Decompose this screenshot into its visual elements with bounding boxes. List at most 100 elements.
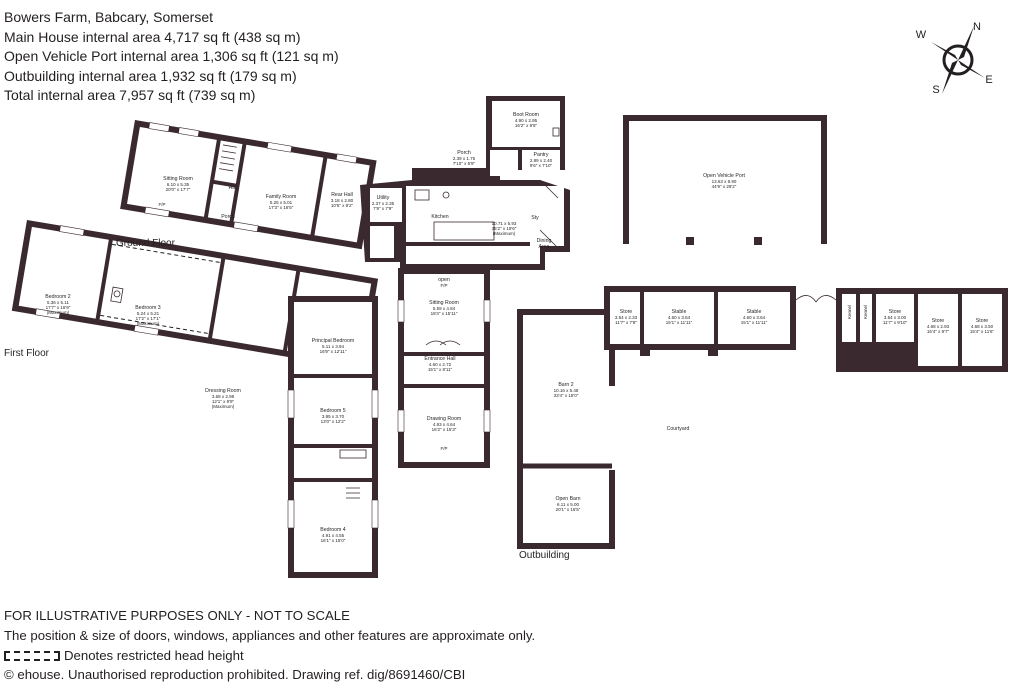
svg-text:4.68 x 3.50: 4.68 x 3.50 <box>971 324 994 329</box>
svg-text:15'1" x 8'11": 15'1" x 8'11" <box>428 367 453 372</box>
svg-text:7'10" x 5'9": 7'10" x 5'9" <box>453 161 476 166</box>
room-boot-room: Boot Room 4.90 x 2.95 16'2" x 9'8" <box>513 112 539 128</box>
room-bedroom-2: Bedroom 2 5.36 x 5.11 17'7" x 16'9" (Max… <box>45 294 70 315</box>
room-porch-1: Porch <box>221 214 235 220</box>
svg-text:Stable: Stable <box>747 309 762 315</box>
room-dressing-room: Dressing Room 3.68 x 2.98 12'1" x 9'9" (… <box>205 388 241 409</box>
svg-text:11'7" x 7'8": 11'7" x 7'8" <box>615 320 637 325</box>
svg-text:4.68 x 2.93: 4.68 x 2.93 <box>927 324 950 329</box>
svg-text:Store: Store <box>620 309 633 315</box>
svg-text:3.68 x 2.98: 3.68 x 2.98 <box>212 394 235 399</box>
svg-text:7'9" x 7'9": 7'9" x 7'9" <box>373 206 393 211</box>
svg-text:Bedroom 4: Bedroom 4 <box>320 527 345 533</box>
ground-floor-label: Ground Floor <box>116 238 176 249</box>
room-study: Sty <box>531 215 539 221</box>
svg-text:6.11 x 5.00: 6.11 x 5.00 <box>557 502 579 507</box>
svg-text:16'2" x 15'3": 16'2" x 15'3" <box>432 427 457 432</box>
svg-text:Store: Store <box>889 309 902 315</box>
svg-text:6.10 x 5.35: 6.10 x 5.35 <box>167 182 190 187</box>
svg-text:Bedroom 2: Bedroom 2 <box>45 294 70 300</box>
svg-text:35'2" x 19'6": 35'2" x 19'6" <box>492 226 517 231</box>
room-entrance-hall: Entrance Hall 4.60 x 2.72 15'1" x 8'11" <box>424 356 455 372</box>
copyright-notice: © ehouse. Unauthorised reproduction proh… <box>4 667 466 683</box>
svg-text:Porch: Porch <box>457 150 471 156</box>
room-pantry: Pantry 2.89 x 2.40 9'6" x 7'10" <box>530 152 553 168</box>
area-courtyard: Courtyard <box>667 426 690 432</box>
svg-text:Store: Store <box>976 318 989 324</box>
svg-text:Pantry: Pantry <box>534 152 549 158</box>
svg-text:11'7" x 9'10": 11'7" x 9'10" <box>883 320 908 325</box>
svg-text:4.93 x 4.64: 4.93 x 4.64 <box>433 422 456 427</box>
ground-floor-central-block <box>397 268 491 468</box>
room-store-3: Store 4.68 x 2.93 15'4" x 9'7" <box>927 318 950 334</box>
room-bedroom-5: Bedroom 5 3.95 x 3.70 13'0" x 12'2" <box>320 408 345 424</box>
svg-text:5.25 x 5.01: 5.25 x 5.01 <box>270 200 293 205</box>
ground-floor-kitchen-block <box>360 96 570 270</box>
svg-text:10'6" x 9'2": 10'6" x 9'2" <box>331 203 354 208</box>
room-hall: Hall <box>229 185 238 191</box>
outbuilding-area: Outbuilding internal area 1,932 sq ft (1… <box>4 67 297 84</box>
svg-text:(Maximum): (Maximum) <box>137 321 160 326</box>
room-rear-hall: Rear Hall 3.18 x 2.80 10'6" x 9'2" <box>331 192 354 208</box>
compass-s: S <box>932 84 939 96</box>
compass-icon: N E S W <box>916 21 993 96</box>
compass-w: W <box>916 29 927 41</box>
room-porch-2: Porch 2.39 x 1.75 7'10" x 5'9" <box>453 150 476 166</box>
room-open-barn: Open Barn 6.11 x 5.00 20'1" x 16'5" <box>555 496 580 512</box>
svg-text:15'1" x 11'11": 15'1" x 11'11" <box>666 320 693 325</box>
svg-text:Rear Hall: Rear Hall <box>331 192 353 198</box>
svg-text:5.36 x 5.11: 5.36 x 5.11 <box>47 300 69 305</box>
svg-text:Open Barn: Open Barn <box>555 496 580 502</box>
svg-text:44'9" x 29'2": 44'9" x 29'2" <box>712 184 737 189</box>
svg-text:10.16 x 5.48: 10.16 x 5.48 <box>554 388 579 393</box>
restricted-height-text: Denotes restricted head height <box>64 647 244 663</box>
svg-text:18'4" x 15'11": 18'4" x 15'11" <box>431 311 458 316</box>
svg-text:Area: Area <box>539 244 550 250</box>
vehicle-port-area: Open Vehicle Port internal area 1,306 sq… <box>4 48 339 64</box>
svg-text:4.60 x 2.72: 4.60 x 2.72 <box>429 362 452 367</box>
room-stable-2: Stable 4.60 x 3.64 15'1" x 11'11" <box>741 309 768 325</box>
room-store-4: Store 4.68 x 3.50 15'4" x 11'6" <box>970 318 995 334</box>
svg-text:Dining: Dining <box>537 238 552 244</box>
room-open-fireplace: open F/P <box>438 277 450 288</box>
room-family-room: Family Room 5.25 x 5.01 17'3" x 16'5" <box>266 194 297 210</box>
svg-text:Sitting Room: Sitting Room <box>429 300 459 306</box>
compass-e: E <box>985 74 992 86</box>
disclaimer-illustrative: FOR ILLUSTRATIVE PURPOSES ONLY - NOT TO … <box>4 608 350 623</box>
svg-text:4.60 x 3.64: 4.60 x 3.64 <box>743 315 766 320</box>
svg-text:17'3" x 16'5": 17'3" x 16'5" <box>269 205 294 210</box>
room-kennel-1: Kennel <box>847 305 852 319</box>
svg-text:15'4" x 11'6": 15'4" x 11'6" <box>970 329 995 334</box>
outbuilding-label: Outbuilding <box>519 550 570 561</box>
svg-text:2.39 x 1.75: 2.39 x 1.75 <box>453 156 476 161</box>
svg-text:33'4" x 18'0": 33'4" x 18'0" <box>554 393 579 398</box>
svg-text:3.54 x 2.33: 3.54 x 2.33 <box>615 315 638 320</box>
svg-text:20'1" x 16'5": 20'1" x 16'5" <box>556 507 581 512</box>
restricted-height-legend: Denotes restricted head height <box>4 646 535 666</box>
svg-text:Drawing Room: Drawing Room <box>427 416 461 422</box>
svg-text:15'1" x 11'11": 15'1" x 11'11" <box>741 320 768 325</box>
svg-text:Dressing Room: Dressing Room <box>205 388 241 394</box>
disclaimer-position: The position & size of doors, windows, a… <box>4 627 536 643</box>
room-kennel-2: Kennel <box>863 305 868 319</box>
svg-text:4.91 x 4.55: 4.91 x 4.55 <box>322 533 345 538</box>
svg-text:17'2" x 17'1": 17'2" x 17'1" <box>136 316 161 321</box>
svg-text:17'7" x 16'9": 17'7" x 16'9" <box>46 305 71 310</box>
room-sitting-room-2: Sitting Room 5.59 x 4.84 18'4" x 15'11" <box>429 300 459 316</box>
svg-text:2.89 x 2.40: 2.89 x 2.40 <box>530 158 553 163</box>
room-store-2: Store 3.54 x 3.00 11'7" x 9'10" <box>883 309 908 325</box>
svg-text:3.95 x 3.70: 3.95 x 3.70 <box>322 414 345 419</box>
svg-text:5.59 x 4.84: 5.59 x 4.84 <box>433 306 456 311</box>
ground-floor-west-wing <box>120 120 377 250</box>
room-principal-bedroom: Principal Bedroom 5.11 x 3.94 16'9" x 12… <box>312 338 354 354</box>
svg-text:Stable: Stable <box>672 309 687 315</box>
plan-footer: FOR ILLUSTRATIVE PURPOSES ONLY - NOT TO … <box>4 606 535 685</box>
svg-text:Sitting Room: Sitting Room <box>163 176 193 182</box>
svg-text:4.60 x 3.64: 4.60 x 3.64 <box>668 315 691 320</box>
svg-text:Barn 2: Barn 2 <box>558 382 573 388</box>
vehicle-port-structure <box>623 115 827 245</box>
svg-text:5.11 x 3.94: 5.11 x 3.94 <box>322 344 344 349</box>
svg-text:9'6" x 7'10": 9'6" x 7'10" <box>530 163 553 168</box>
first-floor-label: First Floor <box>4 348 50 359</box>
svg-text:F/P: F/P <box>158 202 165 207</box>
